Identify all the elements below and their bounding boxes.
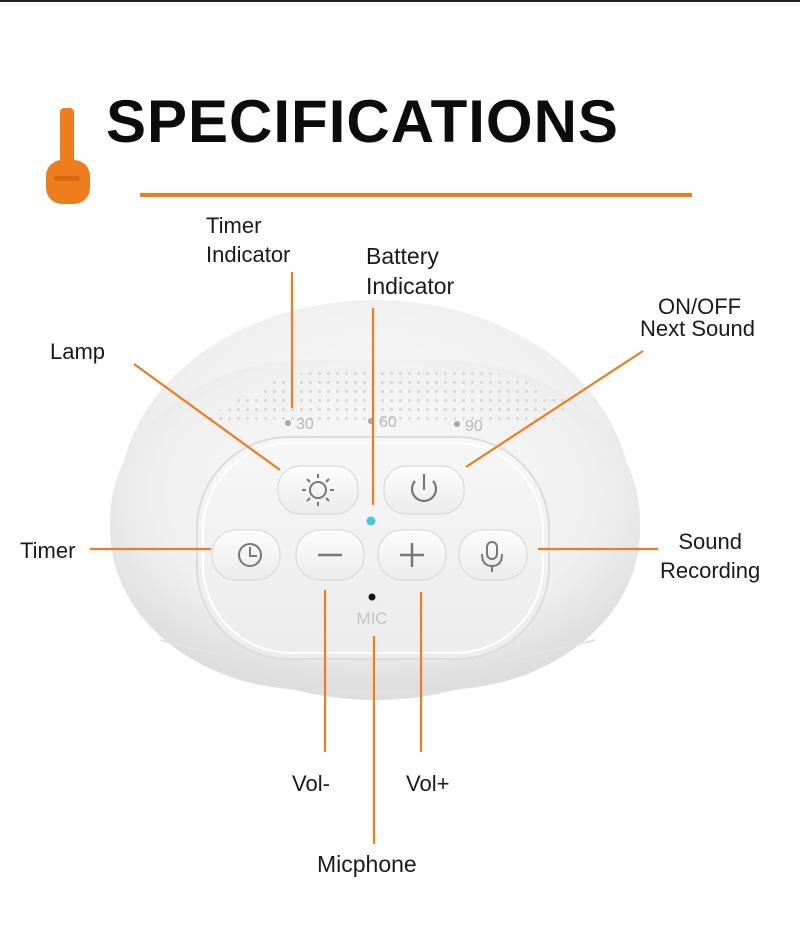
vol-down-button[interactable] [295, 529, 365, 581]
timer-button[interactable] [211, 529, 281, 581]
timer-mark-60: 60 [379, 414, 397, 431]
sun-icon [302, 474, 334, 506]
vol-minus-label: Vol- [292, 771, 330, 796]
on-off-line [465, 350, 644, 468]
lamp-label: Lamp [50, 339, 106, 364]
vol-plus-label: Vol+ [406, 771, 450, 796]
power-button[interactable] [383, 465, 465, 515]
battery-led [366, 516, 376, 526]
lamp-button[interactable] [277, 465, 359, 515]
mic-text: MIC [356, 609, 387, 628]
lamp-line [133, 363, 281, 471]
top-border [0, 0, 800, 2]
timer-mark-30: 30 [296, 416, 314, 433]
title-underline [140, 193, 692, 197]
mic-hole [368, 593, 376, 601]
timer-marks: 30 60 90 [285, 414, 483, 435]
timer-label: Timer [20, 538, 76, 563]
timer-mark-90: 90 [465, 418, 483, 435]
callout-lines [90, 272, 658, 844]
page-title: SPECIFICATIONS [106, 88, 619, 155]
record-button[interactable] [458, 529, 528, 581]
microphone-icon [481, 541, 503, 572]
power-icon [410, 474, 438, 503]
micphone-label: Micphone [317, 851, 417, 877]
plus-icon [400, 543, 424, 567]
vol-up-button[interactable] [377, 529, 447, 581]
brand-mark-icon [46, 108, 90, 204]
clock-icon [238, 543, 262, 567]
